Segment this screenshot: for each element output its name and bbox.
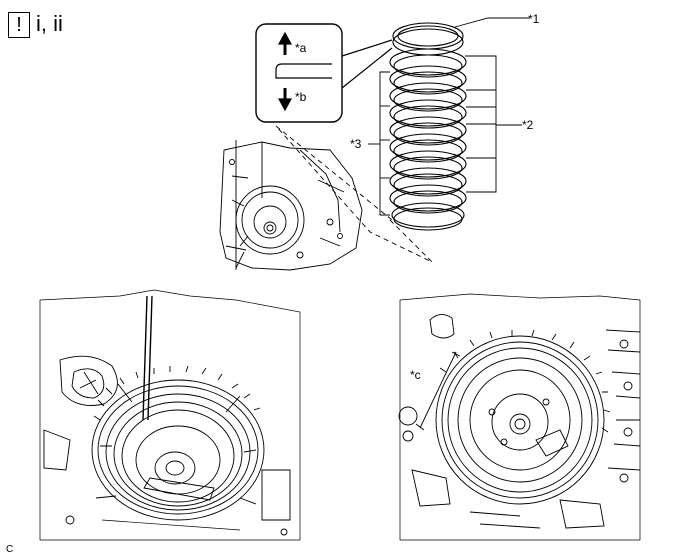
bracket-2 <box>465 55 522 193</box>
transaxle-case-small <box>219 140 363 271</box>
housing-view-left <box>39 289 301 541</box>
caution-symbol: ! <box>16 14 22 36</box>
figure-code: C <box>6 544 14 555</box>
orientation-inset <box>255 23 393 123</box>
housing-view-right <box>398 293 641 541</box>
callout-b: *b <box>295 90 307 104</box>
caution-icon: ! <box>8 12 30 38</box>
step-label: i, ii <box>36 11 63 36</box>
callout-1: *1 <box>528 12 540 26</box>
clutch-plate-stack <box>389 22 467 231</box>
bracket-3 <box>368 71 390 216</box>
callout-3: *3 <box>350 137 362 151</box>
callout-2: *2 <box>522 118 534 132</box>
callout-a: *a <box>295 41 307 55</box>
callout-c: *c <box>410 368 421 382</box>
